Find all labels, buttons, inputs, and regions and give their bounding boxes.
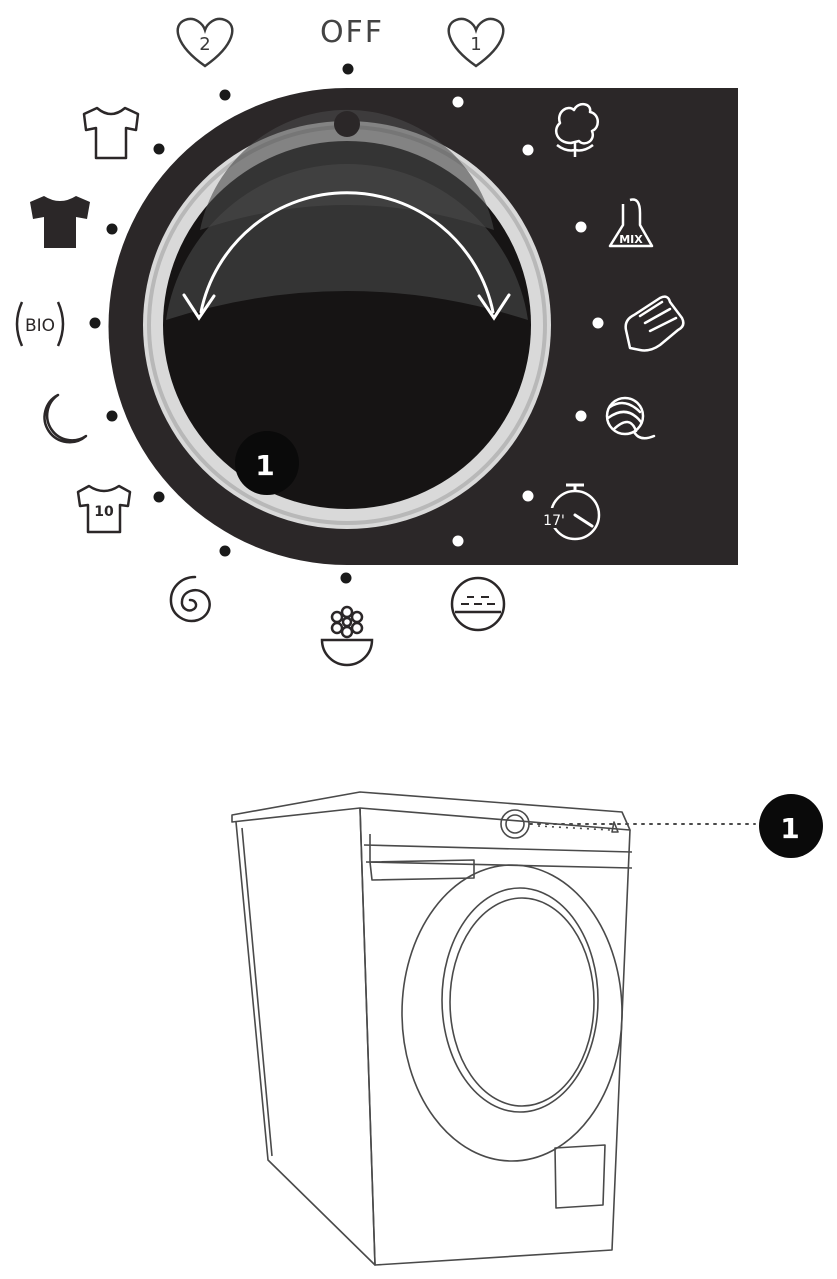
dot-left-1: [219, 89, 231, 101]
mix-flask-icon[interactable]: MIX: [608, 198, 654, 248]
callout-badge: [759, 794, 823, 858]
cotton-icon[interactable]: [555, 103, 599, 157]
wool-ball-icon[interactable]: [605, 396, 656, 440]
handwash-icon[interactable]: [624, 295, 685, 352]
moon-icon[interactable]: [43, 393, 88, 444]
dot-right-4: [592, 317, 604, 329]
heart-1-icon[interactable]: 1: [447, 17, 505, 68]
dot-right-2: [522, 144, 534, 156]
dial-notch: [334, 111, 360, 137]
svg-text:1: 1: [470, 34, 481, 55]
dot-left-3: [106, 223, 118, 235]
heart-2-icon[interactable]: 2: [176, 17, 234, 68]
knob-marker-label: 1: [255, 449, 274, 482]
dot-left-2: [153, 143, 165, 155]
shirt-filled-icon[interactable]: [30, 196, 90, 248]
off-label: OFF: [320, 15, 384, 50]
dot-right-7: [452, 535, 464, 547]
dot-left-4: [89, 317, 101, 329]
dot-right-3: [575, 221, 587, 233]
jersey-icon[interactable]: 10: [76, 484, 132, 534]
dot-left-5: [106, 410, 118, 422]
dot-left-7: [219, 545, 231, 557]
bio-icon[interactable]: BIO: [15, 301, 65, 347]
dot-right-1: [452, 96, 464, 108]
svg-text:MIX: MIX: [619, 233, 643, 246]
position-dots: [89, 63, 604, 584]
dot-off: [342, 63, 354, 75]
svg-text:17': 17': [543, 513, 565, 529]
knob-marker-badge: [235, 431, 299, 495]
svg-text:10: 10: [94, 504, 114, 520]
washing-machine-illustration: [231, 791, 633, 1266]
rinse-basin-icon[interactable]: [450, 576, 506, 632]
spiral-spin-icon[interactable]: [169, 575, 211, 623]
svg-text:2: 2: [199, 34, 210, 55]
dot-right-5: [575, 410, 587, 422]
dot-right-6: [522, 490, 534, 502]
callout-label: 1: [780, 812, 799, 845]
rotation-arrow: [182, 191, 511, 321]
flower-basin-icon[interactable]: [320, 605, 374, 667]
dot-left-6: [153, 491, 165, 503]
dot-bottom: [340, 572, 352, 584]
knob-highlight-top: [200, 109, 494, 230]
shirt-outline-icon[interactable]: [82, 106, 140, 160]
timer-icon[interactable]: 17': [540, 483, 601, 541]
svg-text:BIO: BIO: [25, 316, 55, 336]
